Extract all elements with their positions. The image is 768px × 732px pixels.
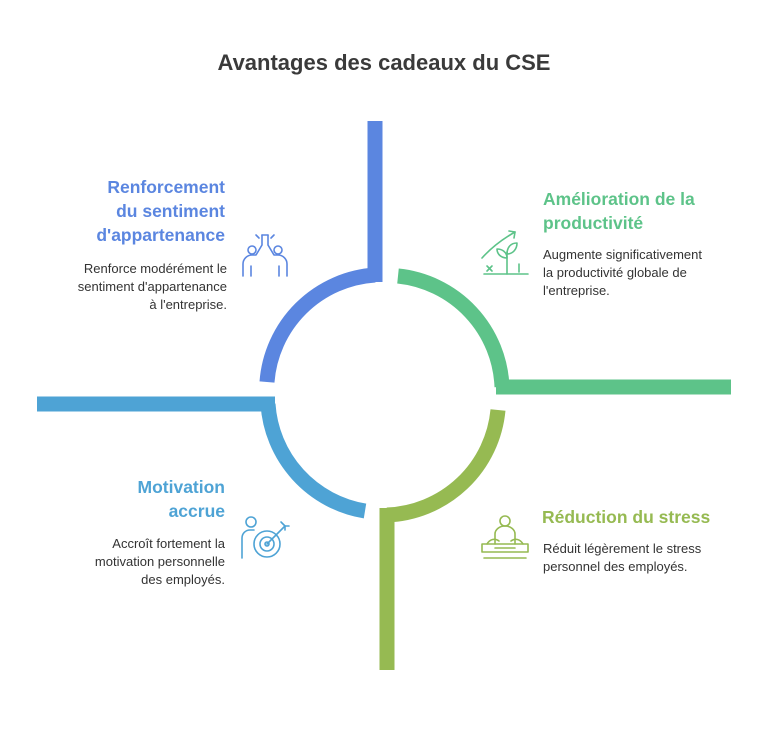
arc-bottom-left: [260, 403, 367, 519]
arc-top-left: [259, 267, 376, 383]
segment-bottom-right: [379, 409, 506, 670]
description-bottom-left: Accroît fortement la motivation personne…: [94, 536, 225, 587]
heading-top-left: Renforcement du sentiment d'appartenance: [96, 177, 225, 245]
description-top-right: Augmente significativement la productivi…: [543, 247, 702, 298]
heading-top-right: Amélioration de la productivité: [543, 189, 695, 233]
heading-bottom-left: Motivation accrue: [137, 477, 226, 521]
growth-plant-icon: [481, 230, 529, 275]
arc-top-right: [397, 268, 510, 388]
page-title: Avantages des cadeaux du CSE: [217, 50, 551, 75]
target-person-icon: [241, 516, 290, 559]
segment-top-left: [259, 121, 383, 383]
segment-top-right: [397, 268, 731, 395]
description-bottom-right: Réduit légèrement le stress personnel de…: [543, 541, 702, 574]
heading-bottom-right: Réduction du stress: [542, 507, 711, 527]
segment-bottom-left: [37, 396, 367, 519]
high-five-icon: [242, 234, 288, 277]
description-top-left: Renforce modérément le sentiment d'appar…: [77, 261, 227, 312]
relaxation-icon: [481, 515, 529, 559]
arc-bottom-right: [386, 409, 506, 523]
